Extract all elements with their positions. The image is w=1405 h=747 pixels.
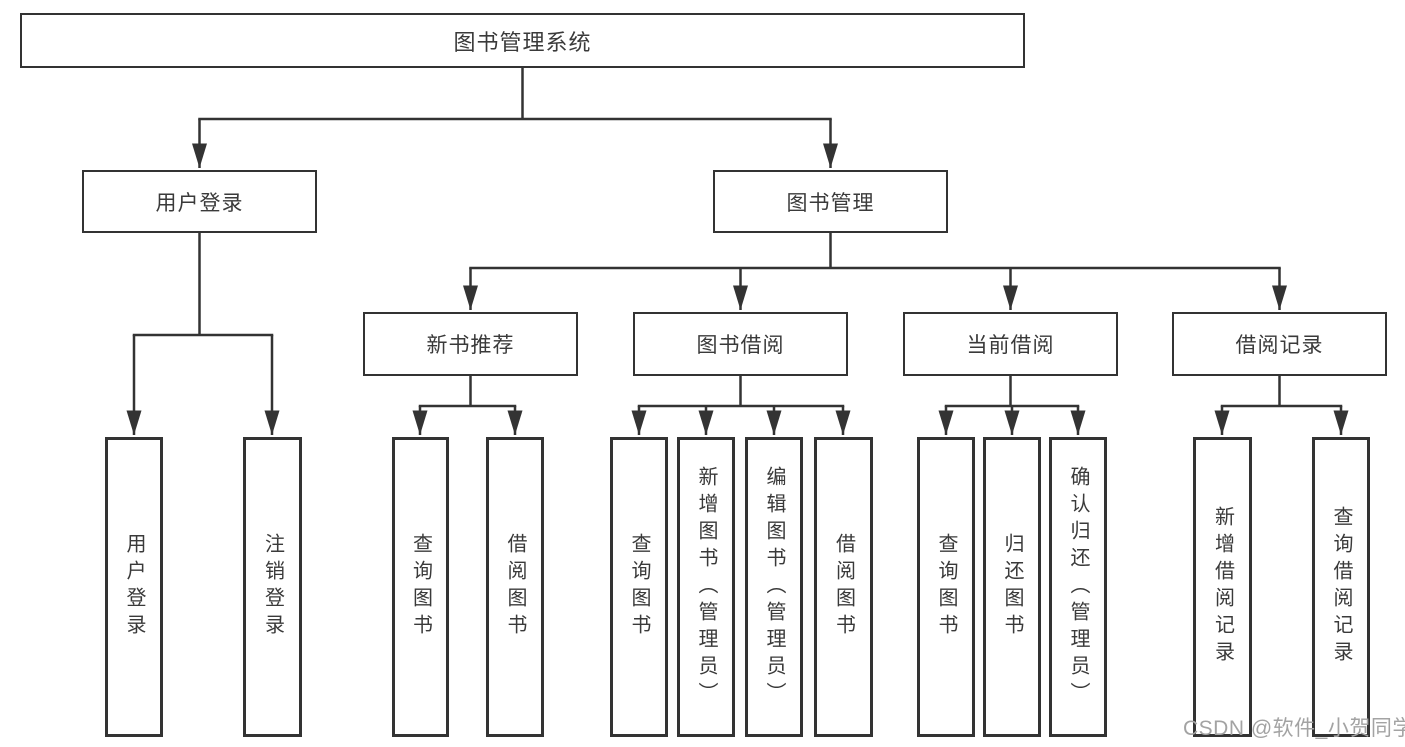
node-current-borrowing: 当前借阅 — [903, 312, 1118, 376]
leaf-borrowing-borrow-books: 借阅图书 — [814, 437, 873, 737]
node-borrowing-records: 借阅记录 — [1172, 312, 1387, 376]
leaf-recommend-borrow-books-label: 借阅图书 — [504, 533, 526, 641]
leaf-borrowing-borrow-books-label: 借阅图书 — [832, 533, 855, 641]
leaf-user-login: 用户登录 — [105, 437, 163, 737]
node-borrowing-records-label: 借阅记录 — [1235, 334, 1324, 357]
leaf-return-books-label: 归还图书 — [1001, 533, 1023, 641]
csdn-watermark: CSDN @软件_小贺同学 — [1183, 717, 1405, 740]
leaf-add-borrow-record: 新增借阅记录 — [1193, 437, 1252, 737]
leaf-confirm-return-admin-label: 确认归还（管理员） — [1067, 465, 1089, 709]
leaf-add-borrow-record-label: 新增借阅记录 — [1211, 506, 1234, 668]
leaf-query-borrow-record: 查询借阅记录 — [1312, 437, 1370, 737]
leaf-return-books: 归还图书 — [983, 437, 1041, 737]
leaf-confirm-return-admin: 确认归还（管理员） — [1049, 437, 1107, 737]
node-new-book-recommendation: 新书推荐 — [363, 312, 578, 376]
node-root-label: 图书管理系统 — [453, 29, 592, 55]
node-current-borrowing-label: 当前借阅 — [966, 334, 1055, 357]
leaf-logout-label: 注销登录 — [261, 533, 284, 641]
leaf-recommend-borrow-books: 借阅图书 — [486, 437, 544, 737]
node-book-management: 图书管理 — [713, 170, 948, 233]
node-book-management-label: 图书管理 — [786, 191, 875, 215]
leaf-current-query-books-label: 查询图书 — [935, 533, 957, 641]
node-book-borrowing: 图书借阅 — [633, 312, 848, 376]
leaf-query-borrow-record-label: 查询借阅记录 — [1330, 506, 1352, 668]
leaf-edit-book-admin: 编辑图书（管理员） — [745, 437, 803, 737]
node-new-book-recommendation-label: 新书推荐 — [426, 334, 515, 357]
node-book-borrowing-label: 图书借阅 — [696, 334, 785, 357]
leaf-recommend-query-books-label: 查询图书 — [409, 533, 432, 641]
leaf-borrowing-query-books: 查询图书 — [610, 437, 668, 737]
node-user-login-label: 用户登录 — [155, 191, 244, 215]
node-user-login: 用户登录 — [82, 170, 317, 233]
node-root: 图书管理系统 — [20, 13, 1025, 68]
leaf-edit-book-admin-label: 编辑图书（管理员） — [763, 465, 785, 709]
leaf-recommend-query-books: 查询图书 — [392, 437, 449, 737]
leaf-current-query-books: 查询图书 — [917, 437, 975, 737]
leaf-add-book-admin-label: 新增图书（管理员） — [695, 465, 717, 709]
leaf-logout: 注销登录 — [243, 437, 302, 737]
leaf-borrowing-query-books-label: 查询图书 — [628, 533, 650, 641]
leaf-user-login-label: 用户登录 — [123, 533, 145, 641]
leaf-add-book-admin: 新增图书（管理员） — [677, 437, 735, 737]
